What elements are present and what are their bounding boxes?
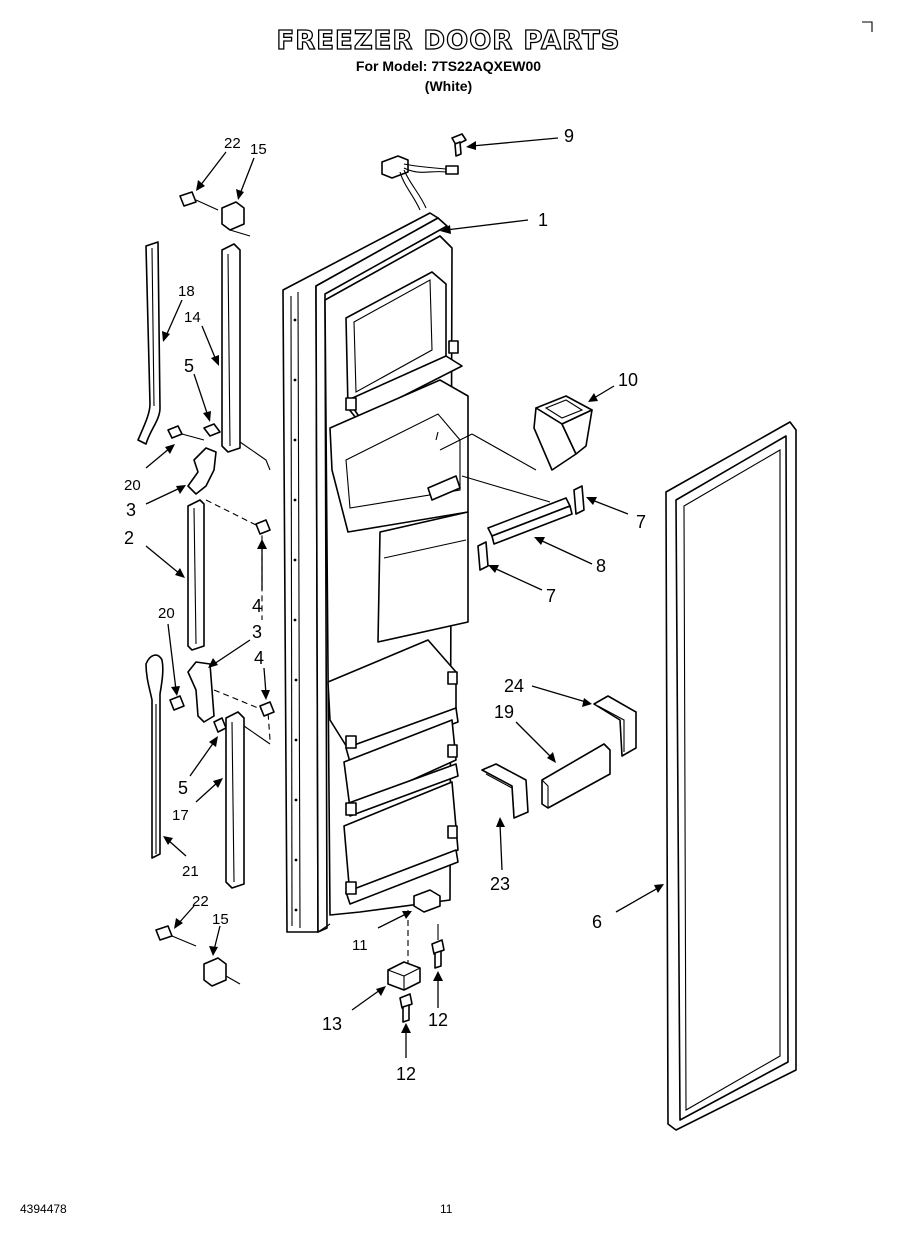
callout-5-top: 5 [184, 356, 194, 376]
callout-24: 24 [504, 676, 524, 696]
callout-1: 1 [538, 210, 548, 230]
callout-7-lower: 7 [546, 586, 556, 606]
callout-22-top: 22 [224, 135, 241, 152]
corner-mark [862, 21, 873, 32]
door-panel-part-1 [282, 212, 469, 933]
bin-end-part-24 [593, 695, 637, 757]
screw-part-22-bottom [155, 925, 197, 947]
callout-12-right: 12 [428, 1010, 448, 1030]
callout-7-upper: 7 [636, 512, 646, 532]
callout-22-bottom: 22 [192, 893, 209, 910]
hinge-part-3-top [187, 447, 217, 495]
channel-part-14 [221, 243, 271, 471]
callout-8: 8 [596, 556, 606, 576]
screw-part-20-lower [169, 695, 185, 711]
callout-15-top: 15 [250, 141, 267, 158]
screw-part-12-bottom [399, 993, 413, 1023]
callout-labels: 9 1 10 7 8 7 24 19 23 6 11 13 12 12 22 1… [124, 126, 646, 1084]
screw-part-4-lower [259, 701, 275, 717]
callout-23: 23 [490, 874, 510, 894]
callout-10: 10 [618, 370, 638, 390]
page-title: FREEZER DOOR PARTS [276, 25, 621, 56]
channel-part-17 [225, 711, 271, 889]
callout-4-top: 4 [252, 596, 262, 616]
callout-5-lower: 5 [178, 778, 188, 798]
callout-3-lower: 3 [252, 622, 262, 642]
screw-part-12-right [431, 924, 445, 969]
bin-front-part-19 [541, 743, 611, 809]
callout-20-lower: 20 [158, 605, 175, 622]
clip-part-7-lower [477, 541, 489, 571]
hinge-block-part-13 [387, 961, 421, 991]
hinge-cap-part-15-top [221, 201, 251, 237]
callout-21: 21 [182, 863, 199, 880]
callout-17: 17 [172, 807, 189, 824]
callout-6: 6 [592, 912, 602, 932]
rail-part-2 [187, 499, 205, 651]
trim-strip-part-8 [461, 475, 573, 545]
leader-lines [145, 137, 664, 1058]
screw-part-22-top [179, 191, 219, 211]
callout-3-top: 3 [126, 500, 136, 520]
screw-part-4-top [255, 519, 271, 535]
callout-9: 9 [564, 126, 574, 146]
screw-part-20-top [167, 425, 205, 441]
gasket-strip-part-21 [145, 654, 164, 859]
hinge-bracket-part-11 [413, 889, 441, 913]
clip-part-5-lower [213, 717, 227, 733]
document-number: 4394478 [20, 1202, 67, 1216]
callout-4-lower: 4 [254, 648, 264, 668]
callout-13: 13 [322, 1014, 342, 1034]
callout-12-bottom: 12 [396, 1064, 416, 1084]
gasket-strip-part-18 [137, 241, 161, 445]
callout-18: 18 [178, 283, 195, 300]
callout-19: 19 [494, 702, 514, 722]
hinge-part-3-lower [187, 661, 215, 723]
door-gasket-part-6 [665, 421, 797, 1131]
callout-20-top: 20 [124, 477, 141, 494]
wire-harness [381, 155, 459, 211]
clip-part-7-upper [573, 485, 585, 515]
screw-part-9 [451, 133, 467, 157]
color-line: (White) [424, 78, 473, 94]
callout-2: 2 [124, 528, 134, 548]
model-line: For Model: 7TS22AQXEW00 [355, 58, 542, 74]
callout-15-bottom: 15 [212, 911, 229, 928]
hinge-cap-part-15-bottom [203, 957, 241, 987]
callout-11: 11 [352, 937, 368, 954]
clip-part-5-top [203, 423, 221, 437]
callout-14: 14 [184, 309, 201, 326]
bin-end-part-23 [481, 763, 529, 819]
dispenser-chute-part-10 [439, 395, 593, 471]
page-number: 11 [440, 1202, 453, 1216]
